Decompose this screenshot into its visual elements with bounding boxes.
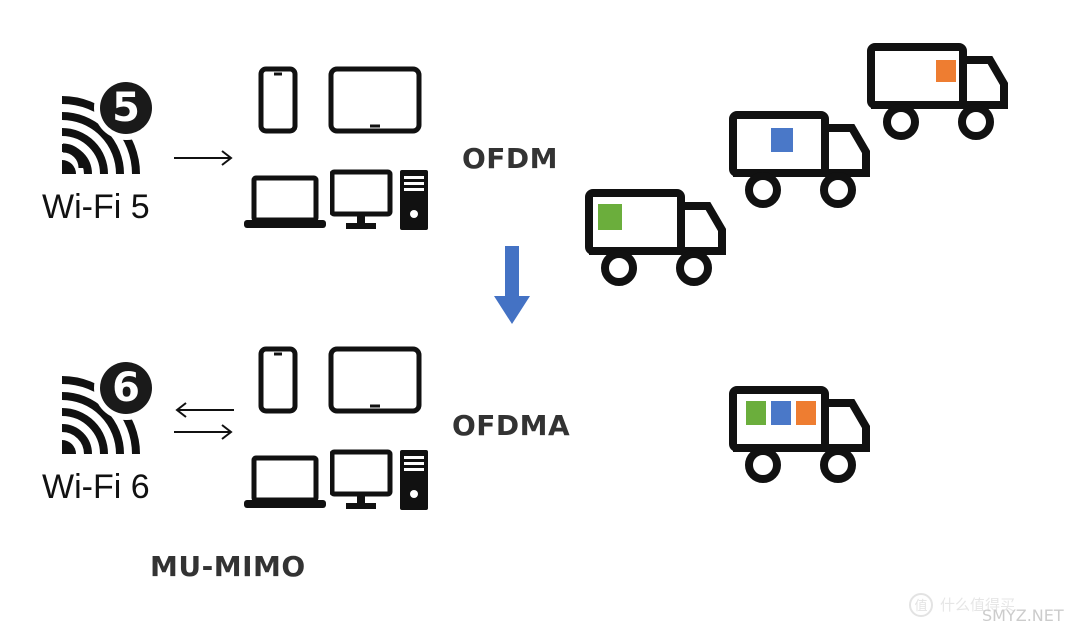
devices-bottom xyxy=(240,340,440,515)
arrow-right-icon xyxy=(174,150,233,166)
watermark-logo-icon: 值 xyxy=(909,593,933,617)
svg-text:值: 值 xyxy=(914,598,927,614)
watermark-brand: 什么值得买 xyxy=(940,596,1016,614)
truck-multi-cargo-icon xyxy=(729,386,870,483)
arrow-down-icon xyxy=(494,246,530,324)
smartphone-icon xyxy=(258,346,298,414)
wifi5-badge-number: 5 xyxy=(112,85,140,131)
laptop-icon xyxy=(244,455,326,508)
laptop-icon xyxy=(244,175,326,228)
watermark-site: SMYZ.NET xyxy=(982,606,1064,625)
wifi6-group: 6 Wi-Fi 6 xyxy=(40,348,180,508)
truck-green-icon xyxy=(585,189,726,286)
desktop-icon xyxy=(330,449,428,510)
wifi5-group: 5 Wi-Fi 5 xyxy=(40,68,180,228)
wifi-icon xyxy=(61,356,158,455)
tablet-icon xyxy=(328,346,422,414)
devices-top xyxy=(240,60,440,235)
arrow-bidirectional-icon xyxy=(174,402,234,440)
mu-mimo-label: MU-MIMO xyxy=(150,550,306,583)
desktop-icon xyxy=(330,169,428,230)
ofdma-label: OFDMA xyxy=(452,409,571,442)
wifi6-label: Wi-Fi 6 xyxy=(42,468,150,506)
truck-blue-icon xyxy=(729,111,870,208)
truck-orange-icon xyxy=(867,43,1008,140)
smartphone-icon xyxy=(258,66,298,134)
wifi5-label: Wi-Fi 5 xyxy=(42,188,150,226)
wifi6-badge-number: 6 xyxy=(112,365,140,411)
watermark: 值 什么值得买 SMYZ.NET xyxy=(908,586,1078,626)
tablet-icon xyxy=(328,66,422,134)
wifi-icon xyxy=(61,76,158,175)
ofdm-label: OFDM xyxy=(462,142,559,175)
